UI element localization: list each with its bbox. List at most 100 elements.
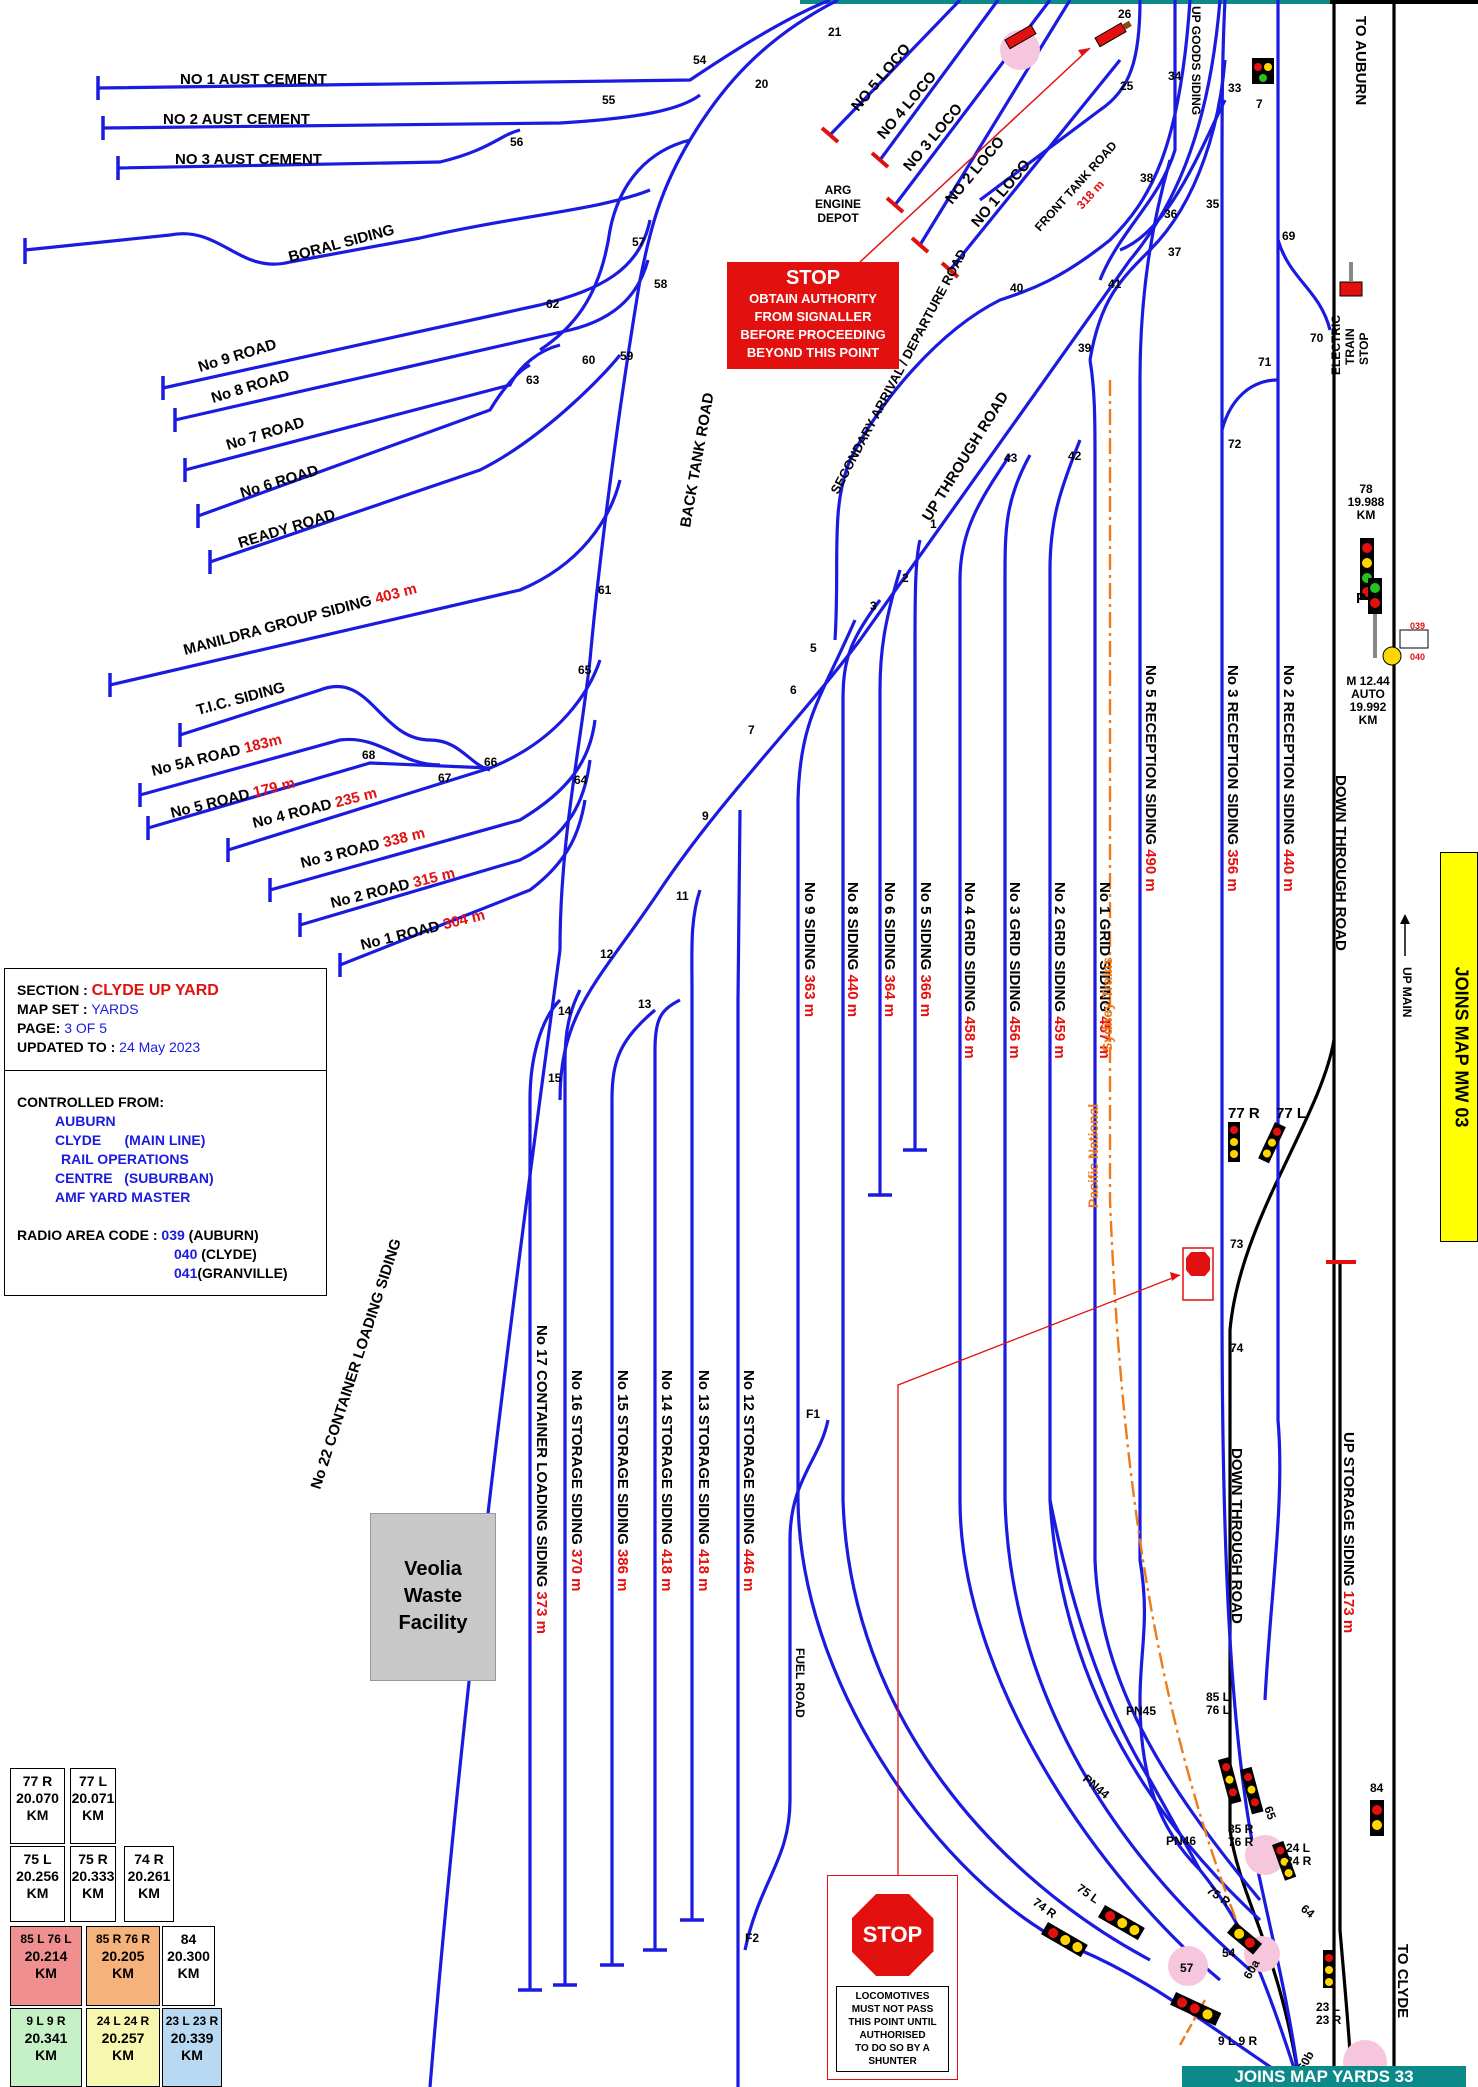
svg-text:21: 21 (828, 25, 842, 39)
control-line5: AMF YARD MASTER (55, 1189, 191, 1205)
signal-info: ELECTRIC TRAIN STOP 78 19.988 KM M 12.44… (1329, 315, 1429, 727)
svg-text:76 L: 76 L (1206, 1703, 1230, 1717)
back-tank-label: BACK TANK ROAD (677, 391, 717, 528)
svg-text:20: 20 (755, 77, 769, 91)
svg-text:7: 7 (1256, 97, 1263, 111)
svg-text:57: 57 (1180, 1961, 1194, 1975)
stop-authority-sign: STOP OBTAIN AUTHORITY FROM SIGNALLER BEF… (727, 262, 899, 369)
signal-85r (1240, 1766, 1264, 1815)
signal-77r (1228, 1122, 1240, 1162)
svg-text:2: 2 (902, 571, 909, 585)
control-panel: CONTROLLED FROM: AUBURN CLYDE (MAIN LINE… (4, 1070, 327, 1296)
manildra-label: MANILDRA GROUP SIDING 403 m (182, 580, 419, 659)
up-goods-siding (1098, 0, 1177, 281)
down-through-road-line (1228, 1039, 1336, 2087)
up-storage-label: UP STORAGE SIDING 173 m (1340, 1432, 1357, 1633)
loco-stop-line3: THIS POINT UNTIL (848, 2017, 937, 2028)
storage-12 (736, 809, 742, 2087)
pacific-national-label: Pacific National (1085, 1104, 1101, 1208)
km-box-label: 23 L 23 R (165, 2014, 219, 2028)
top-edge (1330, 0, 1478, 4)
fuel-road (743, 1419, 830, 1951)
no3-reception (1220, 0, 1227, 1300)
signal-77l (1258, 1122, 1286, 1164)
no5-siding (913, 539, 922, 1150)
loco-5 (828, 0, 962, 137)
top-join-strip (800, 0, 1330, 4)
signals (1004, 20, 1402, 2026)
no6-label: No 6 SIDING 364 m (881, 882, 898, 1017)
svg-text:85 L: 85 L (1206, 1690, 1230, 1704)
svg-text:1: 1 (930, 517, 937, 531)
svg-text:77 R: 77 R (1228, 1105, 1260, 1122)
km-box-km: 20.070 (16, 1790, 59, 1806)
road1-label: No 1 ROAD 304 m (359, 907, 487, 954)
veolia-line3: Facility (398, 1612, 468, 1634)
svg-text:56: 56 (510, 135, 524, 149)
svg-text:54: 54 (1222, 1946, 1236, 1960)
m1244-line3: 19.992 (1350, 700, 1387, 714)
km-box-label: 85 R 76 R (95, 1932, 151, 1946)
no5-reception (1138, 159, 1172, 1701)
svg-text:33: 33 (1228, 81, 1242, 95)
back-tank-trunk (558, 0, 839, 951)
no6-siding (878, 569, 902, 1195)
storage-15 (610, 1008, 657, 1965)
stop-pointer (859, 47, 1091, 263)
signal-25 (1094, 20, 1132, 48)
no9-label: No 9 SIDING 363 m (801, 882, 818, 1017)
road9-label: No 9 ROAD (196, 336, 278, 376)
storage-13 (690, 889, 702, 1920)
svg-text:73: 73 (1230, 1237, 1244, 1251)
road6-label: No 6 ROAD (238, 462, 320, 502)
svg-text:58: 58 (654, 277, 668, 291)
electric-stop-sign (1339, 262, 1363, 297)
loco-stop-line5: TO DO SO BY A (855, 2043, 930, 2054)
section-panel: SECTION : CLYDE UP YARD MAP SET : YARDS … (4, 968, 327, 1071)
signal-84 (1370, 1800, 1384, 1836)
stop-line1: OBTAIN AUTHORITY (749, 291, 877, 306)
signal-85 (1218, 1756, 1242, 1805)
branch-35 (1119, 99, 1227, 252)
svg-text:12: 12 (600, 947, 614, 961)
km-box-unit: KM (26, 1885, 49, 1901)
km-box-unit: KM (177, 1965, 200, 1981)
aust-cement-1-label: NO 1 AUST CEMENT (180, 71, 327, 88)
joins-yards33-box: JOINS MAP YARDS 33 (1182, 2066, 1466, 2087)
blue-tracks (23, 0, 1332, 2087)
svg-text:67: 67 (438, 771, 452, 785)
svg-text:23 R: 23 R (1316, 2013, 1342, 2027)
km-box-label: 77 L (78, 1773, 107, 1789)
km-box-label: 75 L (23, 1851, 52, 1867)
loco-stop-sign: STOP LOCOMOTIVES MUST NOT PASS THIS POIN… (827, 1875, 958, 2080)
depot-line1: ARG (825, 183, 852, 197)
aust-cement-3-label: NO 3 AUST CEMENT (175, 151, 322, 168)
km-box-label: 75 R (78, 1851, 108, 1867)
svg-text:74: 74 (1230, 1341, 1244, 1355)
map-set-label: MAP SET : (17, 1001, 88, 1017)
svg-text:7: 7 (748, 723, 755, 737)
km-box-unit: KM (82, 1885, 104, 1901)
vertical-siding-labels: No 9 SIDING 363 m No 8 SIDING 440 m No 6… (801, 665, 1297, 1059)
svg-text:15: 15 (548, 1071, 562, 1085)
no5-label: No 5 SIDING 366 m (917, 882, 934, 1017)
page-label: PAGE: (17, 1020, 61, 1036)
crossover-69-70 (1276, 239, 1332, 331)
radio-label: RADIO AREA CODE : (17, 1227, 158, 1243)
main-lines (1228, 0, 1396, 2087)
svg-text:39: 39 (1078, 341, 1092, 355)
km78-line3: KM (1357, 508, 1376, 522)
signal-depot (1004, 24, 1037, 50)
section-value: CLYDE UP YARD (91, 982, 219, 999)
reception-convergence (1220, 1299, 1302, 2087)
svg-text:24 L: 24 L (1286, 1841, 1310, 1855)
km-box-unit: KM (112, 2047, 134, 2063)
road8-label: No 8 ROAD (209, 367, 291, 407)
signal-23 (1323, 1950, 1335, 1988)
